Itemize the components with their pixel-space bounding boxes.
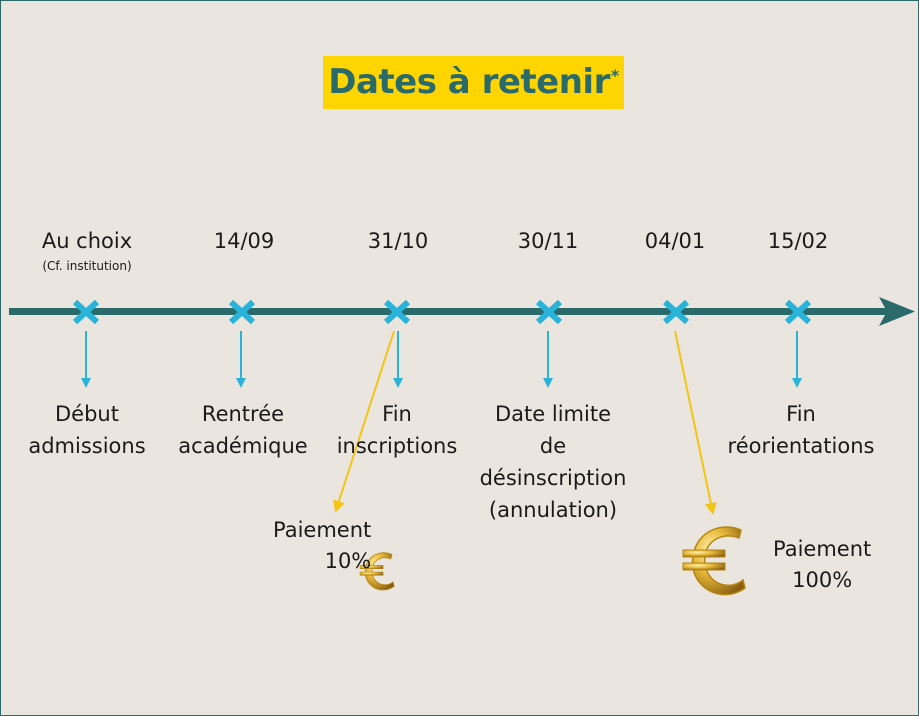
euro-icon-large bbox=[682, 526, 746, 596]
payment-arrows bbox=[333, 330, 717, 515]
payment-arrow-100 bbox=[674, 330, 717, 515]
title-banner: Dates à retenir* bbox=[323, 56, 624, 109]
date-label-6: 15/02 bbox=[767, 229, 829, 253]
timeline-arrowhead bbox=[879, 297, 915, 326]
marker-3 bbox=[383, 299, 411, 325]
timeline-axis bbox=[9, 297, 915, 326]
date-note-1: (Cf. institution) bbox=[42, 259, 132, 273]
euro-icon-small bbox=[359, 552, 395, 591]
date-label-2: 14/09 bbox=[213, 229, 275, 253]
marker-2 bbox=[228, 299, 256, 325]
date-label-5: 04/01 bbox=[644, 229, 706, 253]
date-label-1: Au choix bbox=[41, 229, 133, 253]
payment-arrow-10 bbox=[333, 330, 395, 513]
title-asterisk: * bbox=[610, 65, 619, 85]
marker-5 bbox=[662, 299, 690, 325]
timeline-markers bbox=[72, 299, 812, 325]
marker-1 bbox=[72, 299, 100, 325]
date-label-4: 30/11 bbox=[517, 229, 579, 253]
page-title: Dates à retenir* bbox=[323, 62, 624, 102]
title-text: Dates à retenir bbox=[328, 62, 610, 102]
marker-6 bbox=[784, 299, 812, 325]
date-label-3: 31/10 bbox=[367, 229, 429, 253]
marker-4 bbox=[535, 299, 563, 325]
event-arrows bbox=[81, 331, 802, 388]
